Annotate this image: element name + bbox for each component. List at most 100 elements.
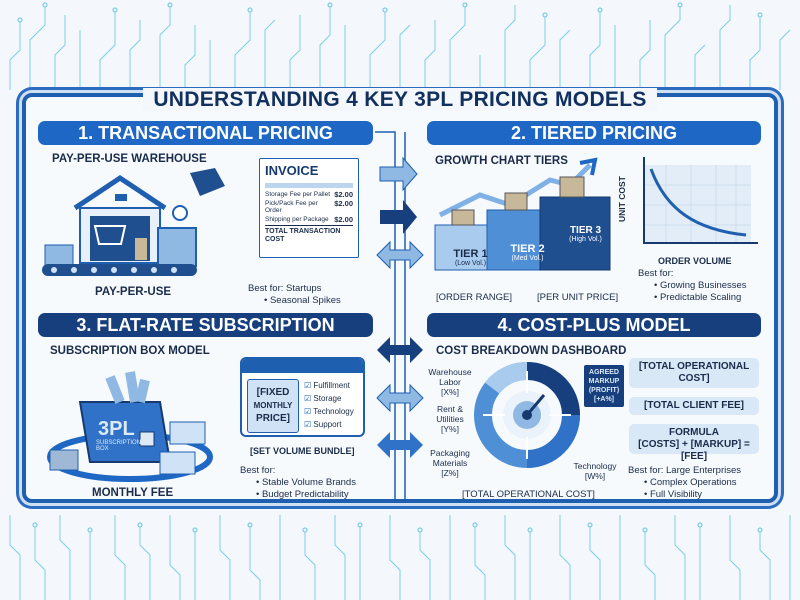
tier-note: (High Vol.) bbox=[569, 236, 602, 243]
tier-note: (Low Vol.) bbox=[454, 260, 487, 267]
order-range-label: [ORDER RANGE] bbox=[436, 292, 513, 303]
panel-heading-tiered: 2. TIERED PRICING bbox=[427, 121, 761, 145]
fixed-monthly-price: [FIXED MONTHLY PRICE] bbox=[247, 379, 299, 433]
segment-value: [X%] bbox=[441, 387, 459, 397]
tier-note: (Med Vol.) bbox=[511, 255, 544, 262]
invoice-title: INVOICE bbox=[265, 163, 319, 178]
segment-packaging: Packaging Materials[Z%] bbox=[425, 448, 475, 478]
service-checklist: Fulfillment Storage Technology Support bbox=[304, 379, 354, 431]
segment-value: [Y%] bbox=[441, 424, 459, 434]
markup-line: MARKUP bbox=[588, 378, 620, 385]
per-unit-price-label: [PER UNIT PRICE] bbox=[537, 292, 619, 303]
checklist-item: Fulfillment bbox=[304, 379, 354, 392]
invoice-row-label: Shipping per Package bbox=[265, 216, 329, 223]
invoice-row-label: Storage Fee per Pallet bbox=[265, 191, 331, 198]
formula-box: FORMULA [COSTS] + [MARKUP] = [FEE] bbox=[629, 424, 759, 462]
segment-label: Technology bbox=[573, 461, 617, 471]
invoice-bar bbox=[265, 183, 353, 188]
panel-flat-rate: 3. FLAT-RATE SUBSCRIPTION bbox=[38, 313, 373, 337]
subscription-box-illustration bbox=[47, 371, 213, 482]
tier-name: TIER 1 bbox=[453, 248, 488, 260]
best-for-item: • Complex Operations bbox=[644, 477, 737, 488]
set-volume-bundle: [SET VOLUME BUNDLE] bbox=[250, 446, 355, 456]
total-operational-cost-box: [TOTAL OPERATIONAL COST] bbox=[629, 358, 759, 388]
panel-transactional: 1. TRANSACTIONAL PRICING bbox=[38, 121, 373, 145]
invoice-row: Shipping per Package $2.00 bbox=[265, 215, 353, 224]
box-label-3pl: 3PL bbox=[98, 418, 135, 440]
markup-line: AGREED bbox=[589, 369, 619, 376]
invoice-row-amount: $2.00 bbox=[334, 190, 353, 199]
invoice-row: Pick/Pack Fee per Order $2.00 bbox=[265, 200, 353, 214]
invoice-card: INVOICE Storage Fee per Pallet$2.00 Pick… bbox=[259, 158, 359, 258]
tier-blocks-illustration bbox=[434, 157, 611, 271]
checklist-item: Support bbox=[304, 418, 354, 431]
fixed-price-line: PRICE] bbox=[256, 413, 290, 424]
agreed-markup-badge: AGREED MARKUP (PROFIT) [+A%] bbox=[584, 365, 624, 407]
tier-name: TIER 2 bbox=[510, 243, 545, 255]
markup-line: [+A%] bbox=[593, 396, 615, 403]
best-for-flat-rate: Best for: • Stable Volume Brands • Budge… bbox=[240, 465, 356, 501]
fixed-price-line: MONTHLY bbox=[253, 401, 293, 410]
fixed-price-line: [FIXED bbox=[256, 387, 290, 398]
calendar-header bbox=[242, 359, 363, 373]
title-text: UNDERSTANDING 4 KEY 3PL PRICING MODELS bbox=[143, 88, 657, 111]
caption-monthly-fee: MONTHLY FEE bbox=[92, 487, 174, 499]
chart-xlabel: ORDER VOLUME bbox=[658, 256, 732, 266]
checklist-item: Technology bbox=[304, 405, 353, 418]
best-for-label: Best for: Large Enterprises bbox=[628, 465, 741, 476]
best-for-item: • Predictable Scaling bbox=[654, 292, 742, 303]
invoice-row-label: Pick/Pack Fee per Order bbox=[265, 200, 318, 214]
best-for-item: • Full Visibility bbox=[644, 489, 703, 500]
box-sub-label: SUBSCRIPTION BOX bbox=[96, 440, 142, 452]
page-title: UNDERSTANDING 4 KEY 3PL PRICING MODELS bbox=[0, 88, 800, 112]
subtitle-cost-breakdown: COST BREAKDOWN DASHBOARD bbox=[436, 345, 627, 357]
invoice-row-amount: $2.00 bbox=[334, 199, 353, 208]
best-for-item: • Seasonal Spikes bbox=[264, 295, 341, 306]
panel-heading-transactional: 1. TRANSACTIONAL PRICING bbox=[38, 121, 373, 145]
invoice-row: Storage Fee per Pallet$2.00 bbox=[265, 190, 353, 199]
best-for-tiered: Best for: • Growing Businesses • Predict… bbox=[638, 268, 747, 304]
segment-value: [W%] bbox=[584, 471, 606, 481]
tier-name: TIER 3 bbox=[569, 225, 602, 236]
invoice-row-amount: $2.00 bbox=[334, 215, 353, 224]
chart-ylabel: UNIT COST bbox=[617, 176, 627, 222]
circuit-pattern-bottom bbox=[9, 515, 791, 600]
formula-text: [COSTS] + [MARKUP] = [FEE] bbox=[638, 439, 750, 462]
segment-technology: Technology[W%] bbox=[570, 461, 620, 481]
best-for-item: Startups bbox=[286, 283, 322, 294]
calendar-card: [FIXED MONTHLY PRICE] Fulfillment Storag… bbox=[240, 357, 365, 437]
panel-heading-cost-plus: 4. COST-PLUS MODEL bbox=[427, 313, 761, 337]
panel-tiered: 2. TIERED PRICING bbox=[427, 121, 761, 145]
best-for-item: • Budget Predictability bbox=[256, 489, 349, 500]
best-for-label: Best for: bbox=[638, 268, 674, 279]
subtitle-subscription-box: SUBSCRIPTION BOX MODEL bbox=[50, 345, 210, 357]
cost-donut-chart bbox=[474, 361, 580, 468]
invoice-total: TOTAL TRANSACTION COST bbox=[265, 225, 353, 244]
best-for-item: • Stable Volume Brands bbox=[256, 477, 356, 488]
warehouse-icon bbox=[42, 168, 225, 276]
tier-1-label: TIER 1(Low Vol.) bbox=[448, 248, 493, 267]
panel-cost-plus: 4. COST-PLUS MODEL bbox=[427, 313, 761, 337]
markup-line: (PROFIT) bbox=[588, 387, 620, 394]
center-connector bbox=[375, 131, 424, 500]
caption-pay-per-use: PAY-PER-USE bbox=[95, 286, 172, 298]
unit-cost-chart bbox=[643, 157, 758, 244]
subtitle-pay-per-use-warehouse: PAY-PER-USE WAREHOUSE bbox=[52, 153, 207, 165]
panel-heading-flat-rate: 3. FLAT-RATE SUBSCRIPTION bbox=[38, 313, 373, 337]
segment-label: Packaging Materials bbox=[430, 448, 470, 468]
subtitle-growth-chart-tiers: GROWTH CHART TIERS bbox=[435, 155, 568, 167]
tier-3-label: TIER 3(High Vol.) bbox=[563, 225, 608, 243]
circuit-pattern-top bbox=[9, 2, 791, 90]
formula-title: FORMULA bbox=[669, 427, 719, 438]
tier-2-label: TIER 2(Med Vol.) bbox=[505, 243, 550, 262]
segment-warehouse-labor: Warehouse Labor[X%] bbox=[425, 367, 475, 397]
segment-value: [Z%] bbox=[441, 468, 459, 478]
checklist-item: Storage bbox=[304, 392, 354, 405]
best-for-item: • Growing Businesses bbox=[654, 280, 747, 291]
segment-label: Warehouse Labor bbox=[428, 367, 472, 387]
best-for-label: Best for: bbox=[248, 283, 284, 294]
best-for-label: Best for: bbox=[240, 465, 276, 476]
best-for-transactional: Best for: Startups • Seasonal Spikes bbox=[248, 283, 341, 307]
total-client-fee-box: [TOTAL CLIENT FEE] bbox=[629, 397, 759, 415]
segment-label: Rent & Utilities bbox=[436, 404, 464, 424]
